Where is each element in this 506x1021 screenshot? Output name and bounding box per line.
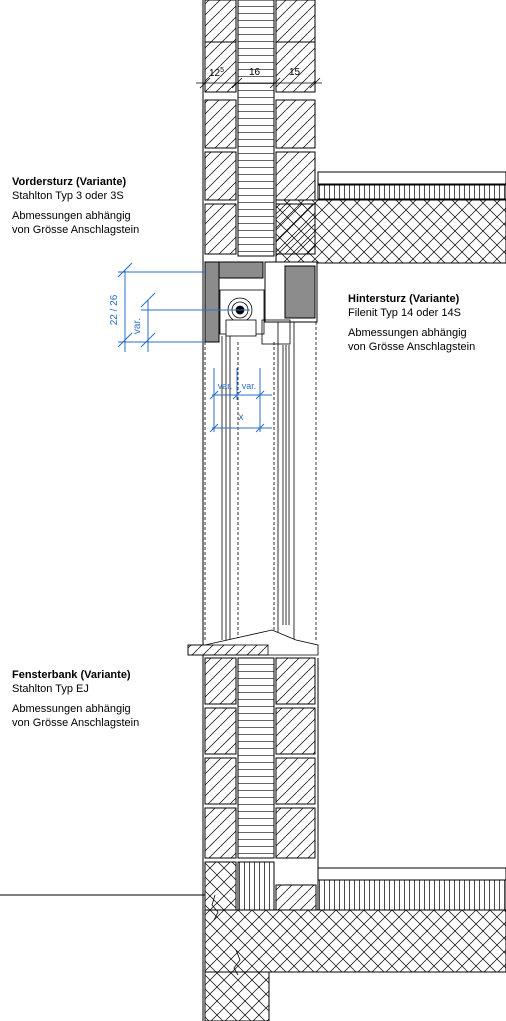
annotation-note: Abmessungen abhängig xyxy=(12,703,131,715)
annotation-title: Vordersturz (Variante) xyxy=(12,176,127,188)
annotation-subtitle: Stahlton Typ EJ xyxy=(12,682,89,695)
dimension-line-top xyxy=(196,77,322,89)
window-sill xyxy=(187,629,319,656)
rear-lintel xyxy=(264,261,318,323)
upper-floor-slab xyxy=(275,171,506,264)
dim-var-left: var. xyxy=(218,381,233,391)
dim-var-vertical: var. xyxy=(132,318,143,334)
annotation-subtitle: Stahlton Typ 3 oder 3S xyxy=(12,189,124,202)
lower-wall xyxy=(204,657,319,868)
annotation-title: Fensterbank (Variante) xyxy=(12,669,131,681)
dim-lintel-height: 22 / 26 xyxy=(109,294,120,325)
annotation-note: von Grösse Anschlagstein xyxy=(348,340,476,353)
blue-dimensions xyxy=(117,262,272,433)
annotation-window-sill: Fensterbank (Variante) Stahlton Typ EJ A… xyxy=(12,669,139,730)
roller-shutter-box xyxy=(219,289,291,345)
dim-12-5: 125 xyxy=(209,67,224,79)
annotation-note: Abmessungen abhängig xyxy=(348,327,467,339)
dim-15: 15 xyxy=(289,67,301,78)
window-opening xyxy=(204,321,317,641)
annotation-note: von Grösse Anschlagstein xyxy=(12,223,140,236)
annotation-rear-lintel: Hintersturz (Variante) Filenit Typ 14 od… xyxy=(348,293,475,354)
foundation xyxy=(0,861,506,1021)
annotation-title: Hintersturz (Variante) xyxy=(348,293,460,305)
dim-x: x xyxy=(239,412,244,423)
annotation-front-lintel: Vordersturz (Variante) Stahlton Typ 3 od… xyxy=(12,176,139,237)
annotation-note: von Grösse Anschlagstein xyxy=(12,716,140,729)
front-lintel xyxy=(204,261,264,343)
annotation-note: Abmessungen abhängig xyxy=(12,210,131,222)
dim-16: 16 xyxy=(249,67,261,78)
dim-var-right: var. xyxy=(242,381,257,391)
annotation-subtitle: Filenit Typ 14 oder 14S xyxy=(348,306,461,319)
